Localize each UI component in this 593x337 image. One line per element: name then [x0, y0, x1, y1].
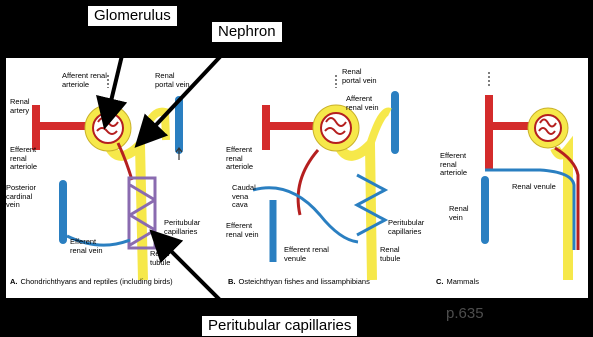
- panel-c-drawing: [485, 72, 578, 280]
- renal-tubule-label-b: Renal tubule: [380, 246, 400, 263]
- efferent-vein-label: Efferent renal vein: [70, 238, 103, 255]
- page-reference: p.635: [446, 305, 484, 322]
- efferent-arteriole-label: Efferent renal arteriole: [10, 146, 37, 172]
- artery-vessel-b: [266, 105, 320, 150]
- renal-artery-label: Renal artery: [10, 98, 30, 115]
- renal-tubule-label: Renal tubule: [150, 250, 170, 267]
- peritubular-capillaries-label-b: Peritubular capillaries: [388, 219, 424, 236]
- caption-a: A.Chondrichthyans and reptiles (includin…: [10, 277, 173, 286]
- peritubular-capillaries-callout: Peritubular capillaries: [202, 316, 357, 336]
- renal-portal-vein-label: Renal portal vein: [155, 72, 190, 89]
- renal-venule-label: Renal venule: [512, 183, 556, 192]
- efferent-arteriole-label-c: Efferent renal arteriole: [440, 152, 467, 178]
- caption-c: C.Mammals: [436, 277, 479, 286]
- callout-arrows: [106, 22, 240, 320]
- efferent-arteriole-label-b: Efferent renal arteriole: [226, 146, 253, 172]
- posterior-cardinal-vein-label: Posterior cardinal vein: [6, 184, 36, 210]
- caption-b: B.Osteichthyan fishes and lissamphibians: [228, 277, 370, 286]
- renal-vein-label: Renal vein: [449, 205, 469, 222]
- afferent-arteriole-label: Afferent renal arteriole: [62, 72, 107, 89]
- nephron-arrow: [140, 44, 232, 142]
- efferent-vein-label-b: Efferent renal vein: [226, 222, 259, 239]
- renal-portal-vein-label-b: Renal portal vein: [342, 68, 377, 85]
- nephron-callout: Nephron: [212, 22, 282, 42]
- afferent-vein-label-b: Afferent renal vein: [346, 95, 379, 112]
- efferent-venule-label: Efferent renal venule: [284, 246, 329, 263]
- glomerulus-callout: Glomerulus: [88, 6, 177, 26]
- peritubular-capillaries-label: Peritubular capillaries: [164, 219, 200, 236]
- caudal-vena-cava-label: Caudal vena cava: [232, 184, 256, 210]
